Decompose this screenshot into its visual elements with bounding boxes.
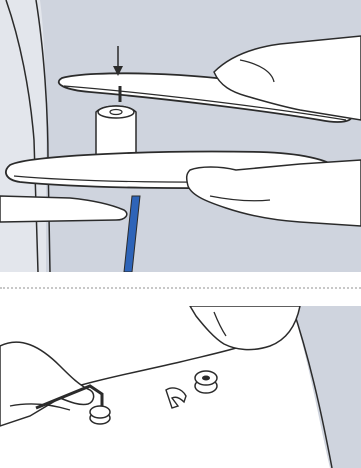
- left-arm: [0, 195, 128, 223]
- bottom-illustration-svg: [0, 306, 361, 468]
- bottom-illustration: [0, 306, 361, 468]
- lower-hand: [185, 159, 361, 227]
- washer: [165, 387, 187, 409]
- bolt-post: [194, 370, 218, 394]
- hand-with-tool: [0, 341, 95, 427]
- mounting-post: [95, 105, 137, 157]
- bolt: [89, 405, 111, 425]
- left-stand-shade: [0, 0, 46, 272]
- stand-edge-left: [5, 0, 39, 272]
- stand-edge-right: [35, 0, 51, 272]
- gray-backdrop: [292, 306, 361, 468]
- top-illustration: [0, 0, 361, 272]
- downward-arrow-icon: [113, 46, 123, 102]
- allen-key: [35, 384, 104, 410]
- upper-hand: [189, 306, 301, 351]
- section-divider: [0, 287, 361, 289]
- upper-hand: [213, 35, 361, 121]
- blue-strap: [123, 195, 141, 272]
- top-illustration-svg: [0, 0, 361, 272]
- board-upper: [57, 72, 353, 123]
- board-edge: [291, 306, 333, 468]
